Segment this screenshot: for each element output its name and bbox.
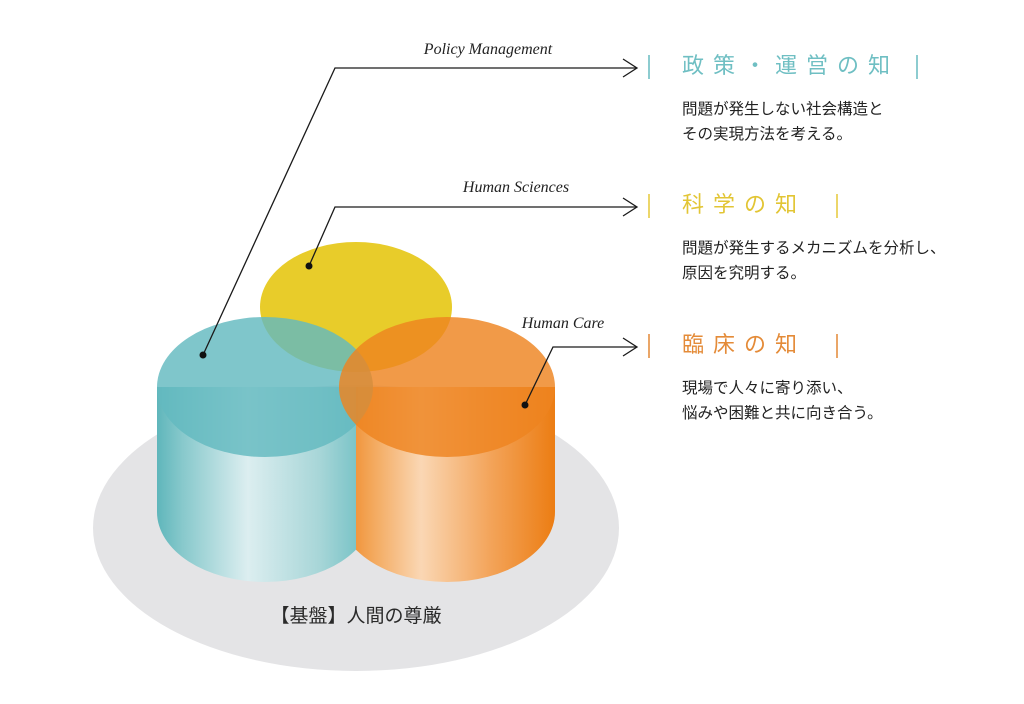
base-label: 【基盤】人間の尊厳 (270, 605, 441, 627)
care-arrow-icon (622, 337, 639, 357)
policy-marker-dot (199, 351, 207, 359)
science-english-label: Human Sciences (462, 179, 569, 196)
heading-bar-left (648, 334, 650, 358)
care-description: 現場で人々に寄り添い、 悩みや困難と共に向き合う。 (682, 376, 883, 426)
policy-heading-text: 政策・運営の知 (682, 54, 900, 79)
policy-arrow-icon (622, 58, 639, 78)
description-line: 原因を究明する。 (682, 264, 807, 282)
policy-leader-line (202, 67, 636, 356)
care-section: 臨床の知 現場で人々に寄り添い、 悩みや困難と共に向き合う。 (648, 330, 883, 426)
science-section: 科学の知 問題が発生するメカニズムを分析し、 原因を究明する。 (648, 190, 946, 286)
heading-bar-right (916, 55, 918, 79)
policy-heading: 政策・運営の知 (648, 51, 920, 85)
care-heading: 臨床の知 (648, 330, 840, 364)
description-line: 悩みや困難と共に向き合う。 (682, 404, 883, 422)
science-heading-text: 科学の知 (682, 193, 807, 218)
science-marker-dot (305, 262, 313, 270)
care-heading-text: 臨床の知 (682, 333, 807, 358)
care-english-label: Human Care (521, 315, 605, 332)
heading-bar-left (648, 55, 650, 79)
care-marker-dot (521, 401, 529, 409)
description-line: 問題が発生するメカニズムを分析し、 (682, 239, 946, 257)
policy-cylinder-top (157, 317, 373, 457)
care-leader-line (524, 346, 636, 406)
science-description: 問題が発生するメカニズムを分析し、 原因を究明する。 (682, 236, 946, 286)
description-line: 問題が発生しない社会構造と (682, 100, 884, 118)
science-leader-line (308, 206, 636, 267)
policy-description: 問題が発生しない社会構造と その実現方法を考える。 (682, 97, 920, 147)
policy-english-label: Policy Management (423, 41, 553, 58)
heading-bar-right (836, 194, 838, 218)
description-line: 現場で人々に寄り添い、 (682, 379, 853, 397)
description-line: その実現方法を考える。 (682, 125, 853, 143)
care-cylinder-top (339, 317, 555, 457)
heading-bar-left (648, 194, 650, 218)
heading-bar-right (836, 334, 838, 358)
policy-section: 政策・運営の知 問題が発生しない社会構造と その実現方法を考える。 (648, 51, 920, 147)
science-arrow-icon (622, 197, 639, 217)
science-heading: 科学の知 (648, 190, 840, 224)
